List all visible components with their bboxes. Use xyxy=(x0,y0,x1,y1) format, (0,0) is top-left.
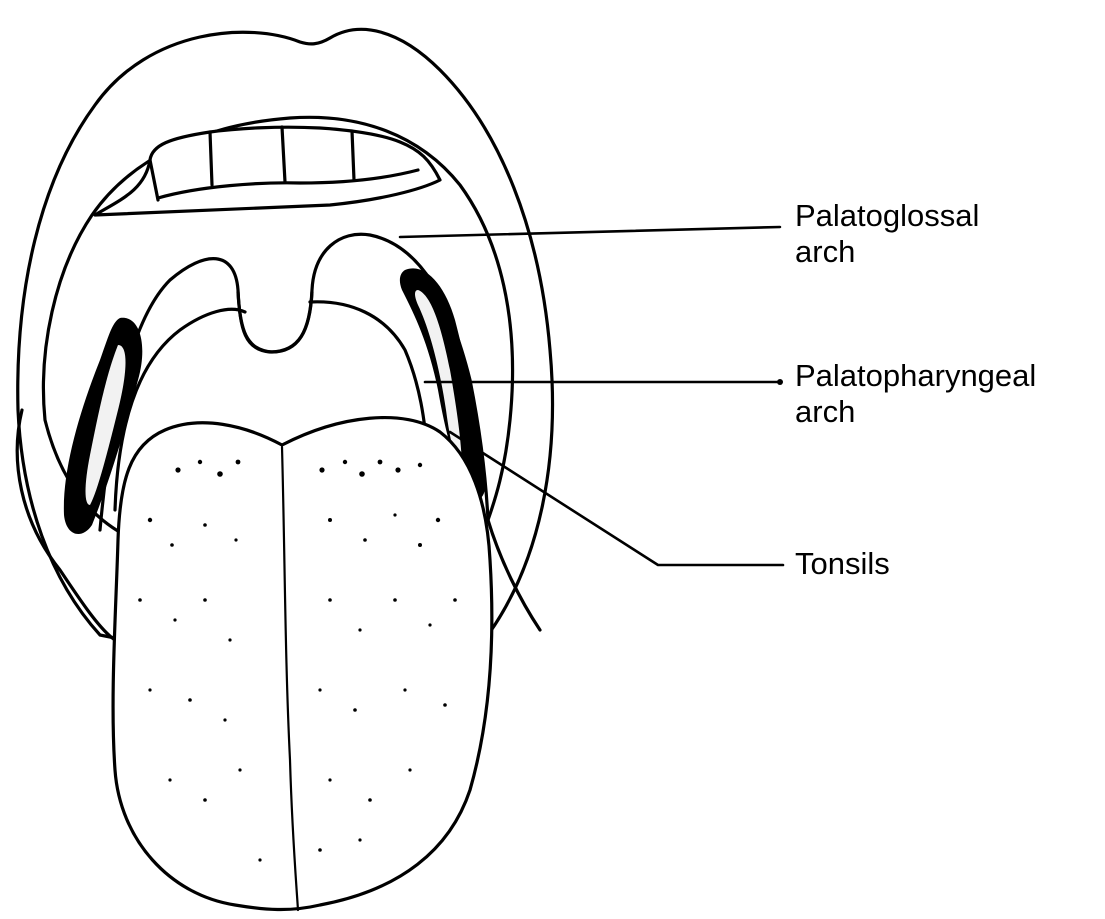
leader-dot-palatopharyngeal xyxy=(777,379,783,385)
tongue-outline xyxy=(113,418,492,910)
label-palatopharyngeal-line2: arch xyxy=(795,394,1036,430)
label-tonsils: Tonsils xyxy=(795,546,890,582)
label-palatopharyngeal-line1: Palatopharyngeal xyxy=(795,358,1036,394)
label-palatoglossal-arch: Palatoglossal arch xyxy=(795,198,979,270)
label-palatoglossal-line2: arch xyxy=(795,234,979,270)
tooth-divider-2 xyxy=(210,132,212,185)
label-palatopharyngeal-arch: Palatopharyngeal arch xyxy=(795,358,1036,430)
tooth-divider-4 xyxy=(352,131,354,180)
label-tonsils-line1: Tonsils xyxy=(795,546,890,582)
label-palatoglossal-line1: Palatoglossal xyxy=(795,198,979,234)
